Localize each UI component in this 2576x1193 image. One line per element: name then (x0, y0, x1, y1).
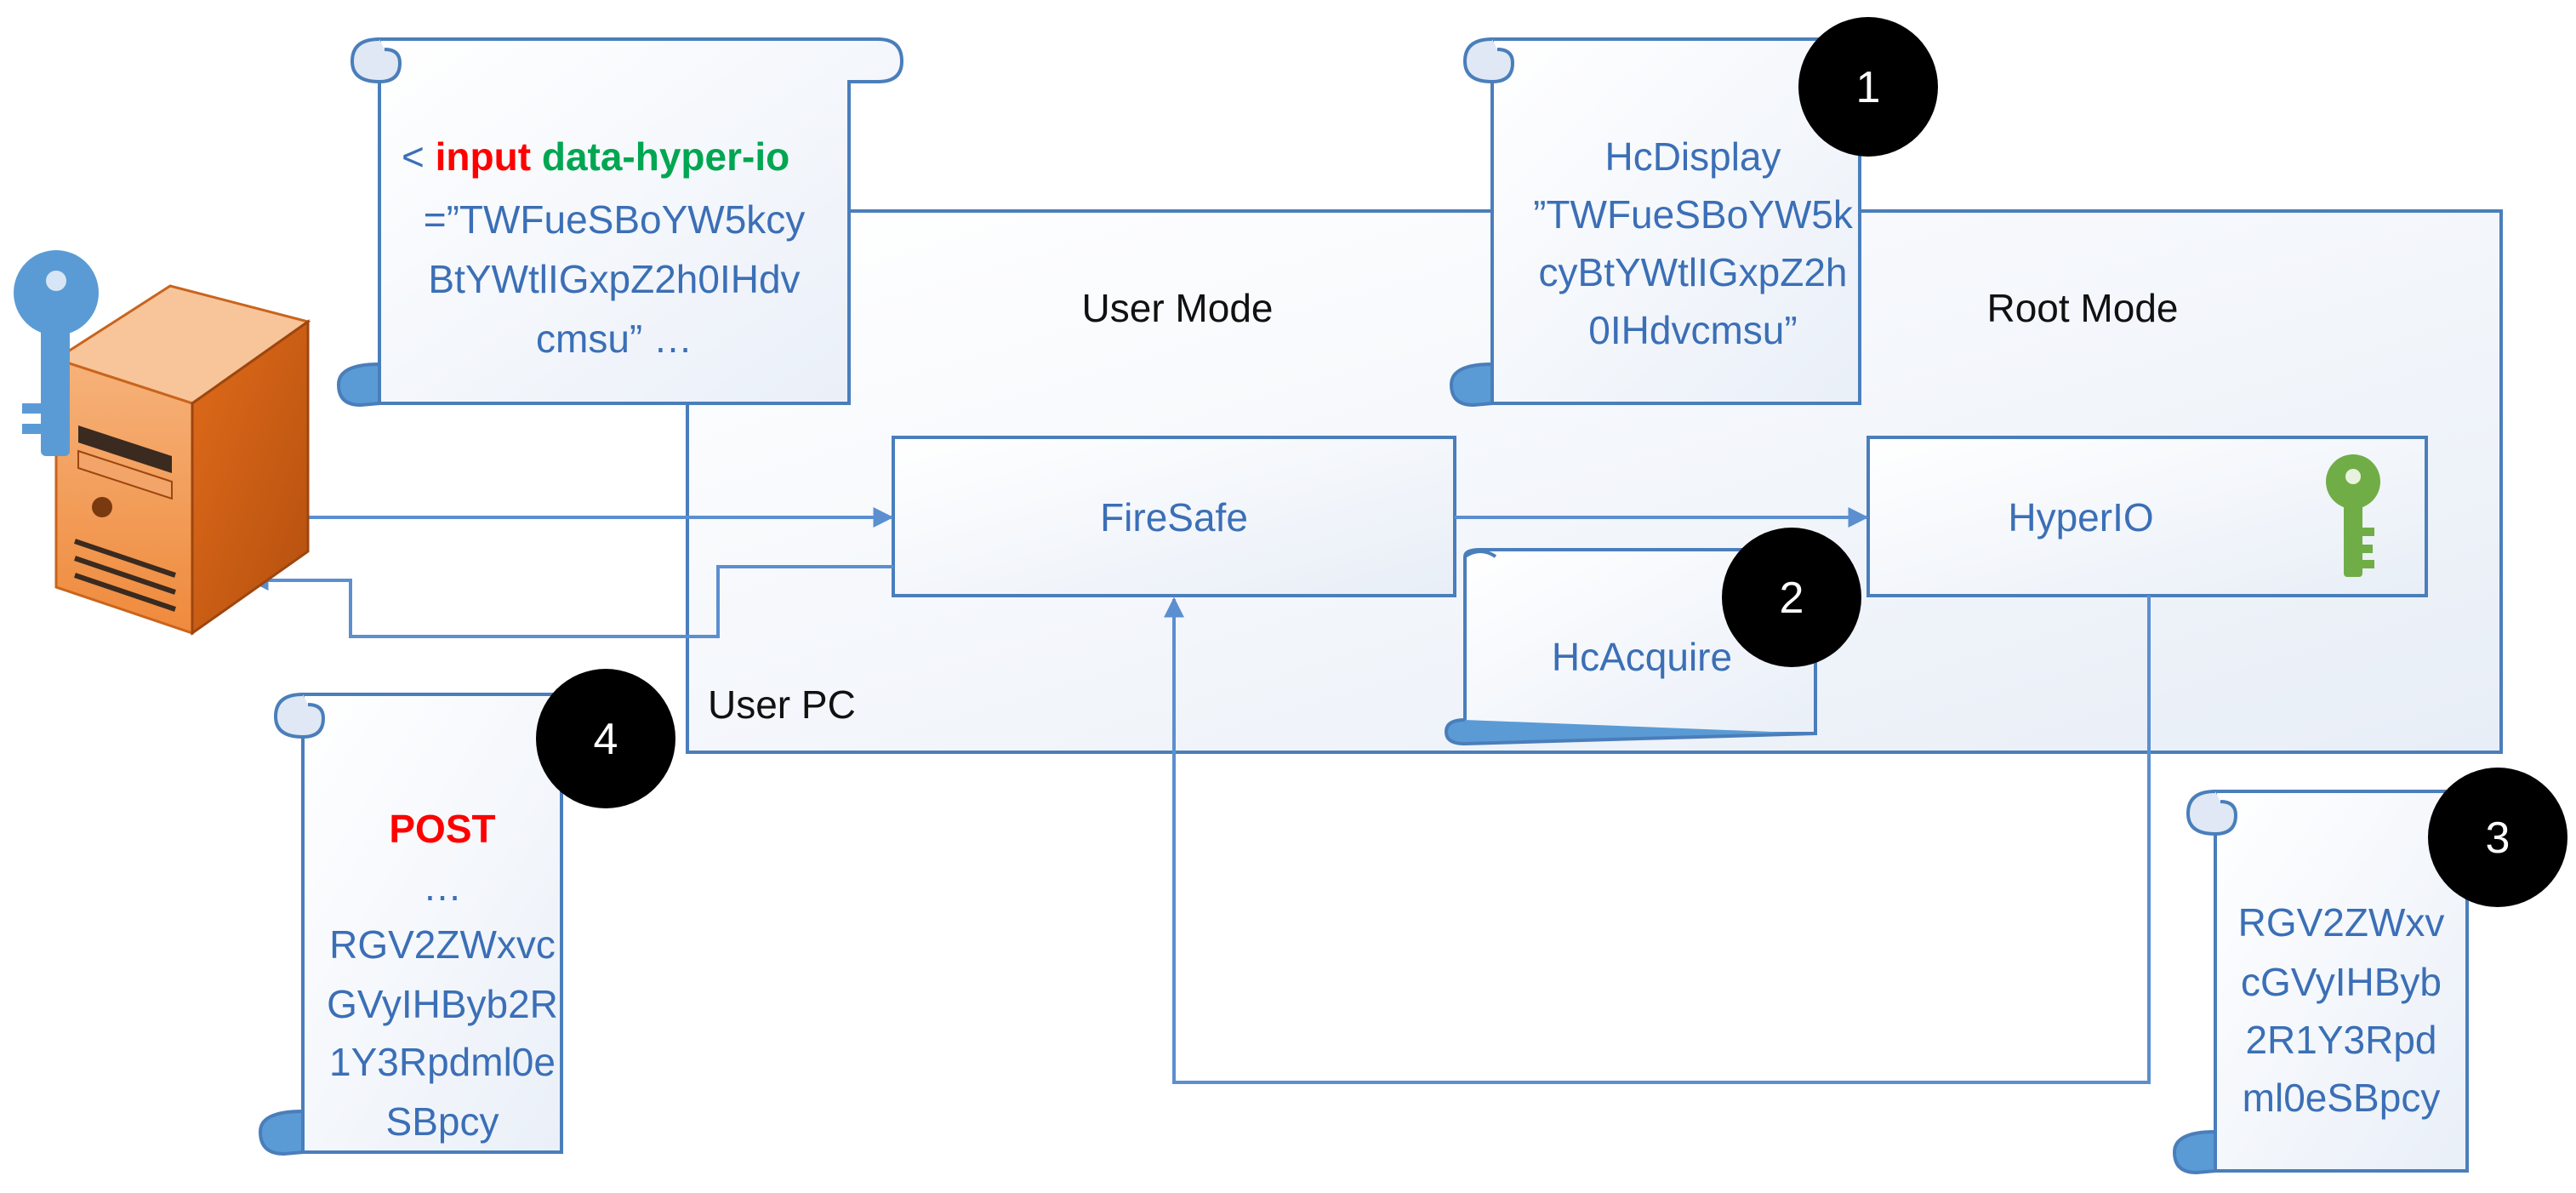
hcacquire-label: HcAcquire (1552, 635, 1732, 679)
hcdisplay-line-3: cyBtYWtlIGxpZ2h (1539, 250, 1848, 294)
user-pc-label: User PC (708, 682, 856, 727)
root-mode-label: Root Mode (1986, 286, 2178, 330)
firesafe-label: FireSafe (1100, 495, 1248, 539)
scroll-response: RGV2ZWxv cGVyIHByb 2R1Y3Rpd ml0eSBpcy (2172, 790, 2476, 1175)
step-badge-3: 3 (2428, 768, 2567, 907)
scroll-hcdisplay: HcDisplay ”TWFueSBoYW5k cyBtYWtlIGxpZ2h … (1449, 37, 1879, 408)
post-line-2: RGV2ZWxvc (329, 922, 556, 967)
blue-key-icon (14, 250, 99, 456)
hcdisplay-line-4: 0IHdvcmsu” (1588, 308, 1797, 352)
hcdisplay-line-1: HcDisplay (1604, 134, 1781, 179)
hyperio-label: HyperIO (2008, 495, 2153, 539)
html-line-1: =”TWFueSBoYW5kcy (424, 197, 806, 242)
firesafe-box (892, 436, 1456, 597)
svg-text:< input da: < input data-hyper-io (402, 134, 789, 179)
html-line-2: BtYWtlIGxpZ2h0IHdv (428, 257, 800, 301)
response-line-4: ml0eSBpcy (2243, 1076, 2441, 1120)
scroll-post: POST … RGV2ZWxvc GVyIHByb2R 1Y3Rpdml0e S… (258, 693, 595, 1156)
scroll-html-snippet: < input data-hyper-io =”TWFueSBoYW5kcy B… (336, 37, 904, 408)
svg-text:1: 1 (1856, 63, 1881, 112)
arrow-hyperio-to-firesafe (1164, 596, 2151, 1084)
step-badge-4: 4 (536, 669, 675, 808)
post-line-3: GVyIHByb2R (327, 982, 558, 1026)
post-line-1: … (423, 865, 462, 909)
svg-text:3: 3 (2486, 813, 2510, 863)
hcdisplay-line-2: ”TWFueSBoYW5k (1533, 192, 1854, 237)
response-line-3: 2R1Y3Rpd (2245, 1018, 2436, 1062)
svg-text:4: 4 (594, 715, 618, 764)
green-key-icon (2326, 454, 2380, 577)
svg-text:2: 2 (1780, 574, 1804, 623)
step-badge-1: 1 (1798, 17, 1938, 157)
post-method: POST (389, 807, 495, 851)
html-tag: input (436, 134, 531, 179)
step-badge-2: 2 (1722, 528, 1861, 667)
response-line-1: RGV2ZWxv (2238, 900, 2445, 945)
post-line-5: SBpcy (386, 1099, 499, 1144)
user-mode-label: User Mode (1082, 286, 1274, 330)
response-line-2: cGVyIHByb (2241, 960, 2442, 1004)
arrow-firesafe-to-server (248, 565, 893, 638)
html-line-3: cmsu” … (536, 317, 692, 361)
server-icon (53, 284, 311, 636)
post-line-4: 1Y3Rpdml0e (329, 1040, 556, 1084)
html-bracket: < (402, 134, 425, 179)
html-attr: data-hyper-io (542, 134, 789, 179)
